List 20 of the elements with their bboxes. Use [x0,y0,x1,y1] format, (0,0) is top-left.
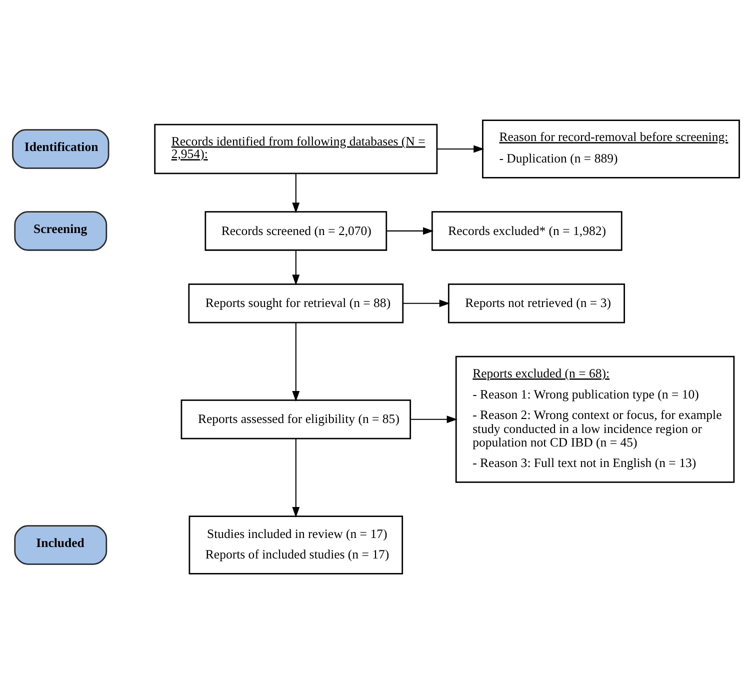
node-box: Records screened (n = 2,070) [204,211,388,251]
node-box: Identification [12,129,110,169]
node-box: Reports excluded (n = 68): - Reason 1: Wrong publication type (n = 10) - Reason 2: Wrong context or focus, for example study conducted in a low incidence region or population not CD IBD (n = 45) - Reason 3: Full text not in English (n = 13) [455,356,735,483]
arrow [386,227,434,235]
node-box: Studies included in review (n = 17) Reports of included studies (n = 17) [188,516,404,574]
node-box: Records identified from following databases (N = 2,954): [154,124,438,174]
arrow [410,416,458,424]
node-box: Reports assessed for eligibility (n = 85) [180,400,412,440]
node-box: Included [14,525,108,565]
arrow [292,174,300,214]
node-box: Screening [14,211,108,251]
arrow [292,250,300,286]
node-box: Reports sought for retrieval (n = 88) [188,284,404,324]
node-box: Records excluded* (n = 1,982) [431,211,622,251]
node-box: Reports not retrieved (n = 3) [448,284,625,324]
arrow [292,438,300,518]
arrow [292,322,300,402]
arrow [437,145,484,153]
node-box: Reason for record-removal before screening: - Duplication (n = 889) [482,120,740,178]
arrow [403,300,450,308]
